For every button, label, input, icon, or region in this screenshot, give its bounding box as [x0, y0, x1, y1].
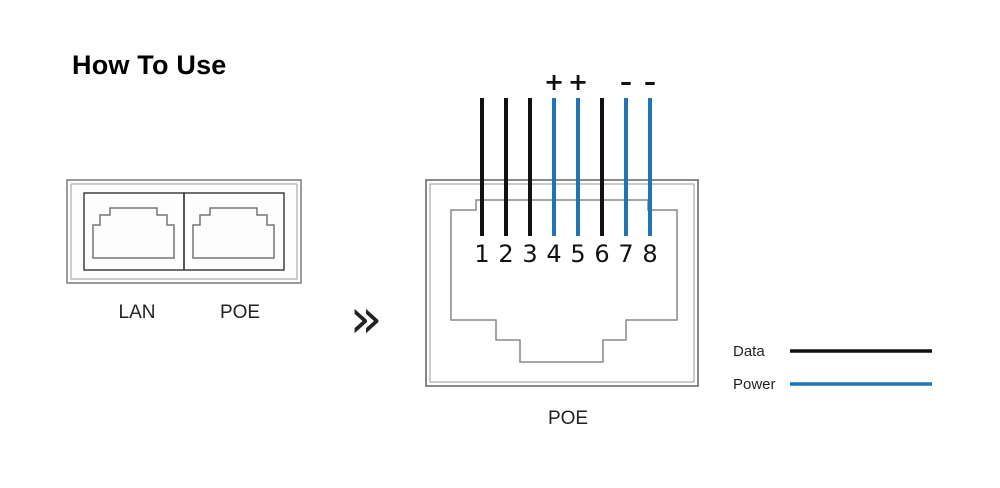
poe-connector [425, 179, 699, 387]
polarity-signs: ++ –– [544, 68, 656, 96]
polarity-sign-pin-5: + [568, 68, 588, 96]
connector-label: POE [548, 408, 588, 429]
pin-number-2: 2 [498, 240, 513, 268]
polarity-sign-pin-8: – [644, 68, 656, 96]
port-label-poe: POE [220, 302, 260, 323]
pin-number-5: 5 [570, 240, 585, 268]
page-title: How To Use [72, 50, 227, 80]
pin-number-4: 4 [546, 240, 561, 268]
port-panel: LAN POE [66, 179, 302, 323]
pin-number-6: 6 [594, 240, 609, 268]
pin-number-8: 8 [642, 240, 657, 268]
pin-wires [480, 98, 652, 236]
legend-label-power: Power [733, 376, 776, 393]
legend-label-data: Data [733, 343, 765, 360]
connector-socket-outline [450, 199, 678, 363]
port-label-lan: LAN [119, 302, 156, 323]
lan-port-icon [92, 207, 175, 259]
poe-port-icon [192, 207, 275, 259]
double-chevron-right-icon: » [349, 287, 382, 350]
pin-number-1: 1 [474, 240, 489, 268]
polarity-sign-pin-7: – [620, 68, 632, 96]
pin-number-3: 3 [522, 240, 537, 268]
polarity-sign-pin-4: + [544, 68, 564, 96]
pin-number-7: 7 [618, 240, 633, 268]
